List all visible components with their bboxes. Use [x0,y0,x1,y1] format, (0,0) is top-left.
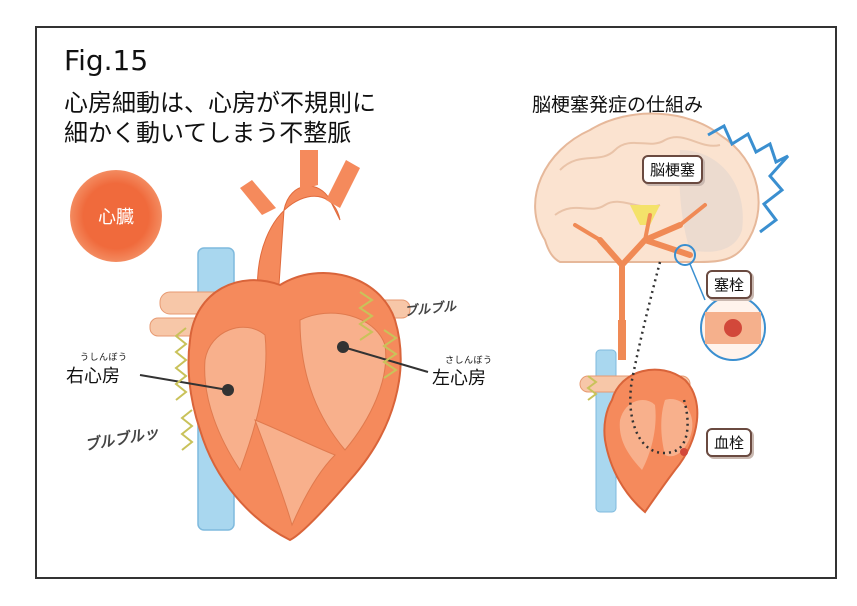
left-atrium-label: 左心房 [432,364,486,390]
embolus-callout: 塞栓 [706,270,752,299]
aorta-branch-3 [240,180,276,215]
thrombus-callout: 血栓 [706,428,752,457]
thrombus-dot [680,448,688,456]
right-atrium-label: 右心房 [66,362,120,388]
embolus-clot [724,319,742,337]
aorta-branch-1 [300,150,318,190]
tremor-line-left-lower [182,410,192,450]
aorta-branch-2 [326,160,360,208]
tremor-line-left [176,328,186,400]
zoom-line-1 [690,264,705,300]
infarction-callout: 脳梗塞 [642,155,703,184]
heart-illustration [140,150,428,540]
